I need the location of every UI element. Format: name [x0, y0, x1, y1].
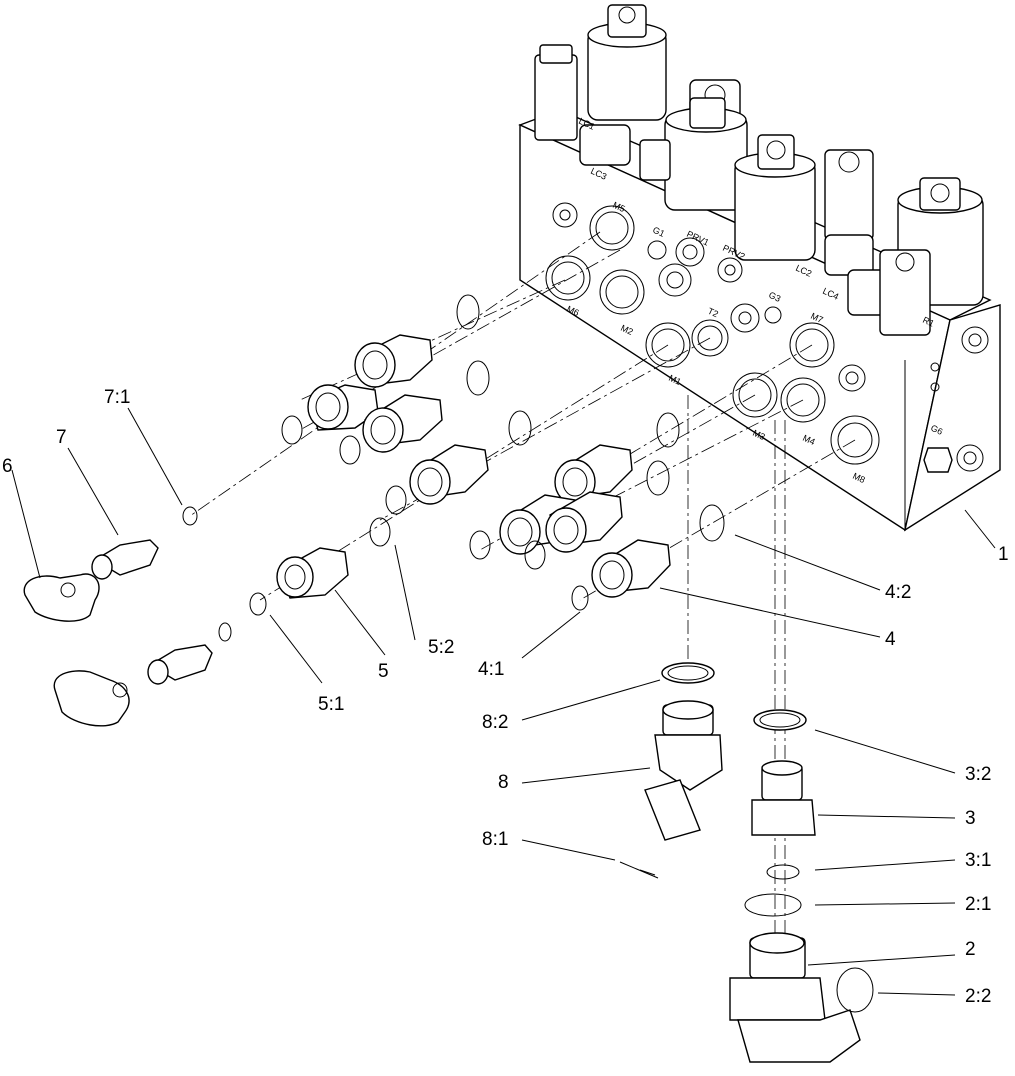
port-label-t2: T2: [706, 306, 720, 320]
port-label-m1: M1: [667, 373, 683, 387]
callout-8: 8: [498, 772, 509, 793]
callout-3-1: 3:1: [965, 850, 991, 871]
fitting-cluster-right: [469, 412, 725, 611]
callout-3: 3: [965, 808, 976, 829]
port-label-m3: M3: [751, 428, 767, 442]
callout-labels: 1 2 2:1 2:2 3 3:1 3:2 4 4:1 4:2 5 5:1 5:…: [2, 387, 1009, 1007]
fitting-part-5: [249, 547, 349, 616]
port-label-m8: M8: [851, 471, 867, 485]
callout-4-1: 4:1: [478, 659, 504, 680]
fitting-cluster-upper: [281, 294, 490, 465]
callout-2-2: 2:2: [965, 986, 991, 1007]
callout-1: 1: [998, 544, 1009, 565]
test-port-upper: [23, 506, 198, 622]
straight-fitting-3: [744, 709, 816, 917]
port-label-m2: M2: [619, 323, 635, 337]
port-label-m5: M5: [611, 200, 627, 214]
callout-4-2: 4:2: [885, 582, 911, 603]
port-label-m4: M4: [801, 433, 817, 447]
callout-5-1: 5:1: [318, 694, 344, 715]
callout-7: 7: [56, 427, 67, 448]
callout-2-1: 2:1: [965, 894, 991, 915]
callout-8-1: 8:1: [482, 829, 508, 850]
elbow-fitting-90: [729, 932, 874, 1063]
port-label-m7: M7: [809, 311, 825, 325]
port-label-g3: G3: [767, 290, 782, 304]
leader-lines: [11, 407, 996, 996]
port-label-r1: R1: [921, 315, 936, 329]
elbow-fitting-45: [619, 662, 723, 879]
callout-7-1: 7:1: [104, 387, 130, 408]
manifold-ports: [545, 202, 989, 473]
callout-5-2: 5:2: [428, 637, 454, 658]
callout-4: 4: [885, 629, 896, 650]
valve-cartridges: [534, 4, 984, 336]
port-label-m6: M6: [565, 304, 581, 318]
manifold-block: M5 G1 PRV1 PRV2 LC2 LC4 LC3 LC1 R1 G3 T2…: [518, 4, 1001, 532]
port-label-g6: G6: [929, 423, 944, 437]
callout-8-2: 8:2: [482, 712, 508, 733]
port-label-g1: G1: [651, 225, 666, 239]
callout-2: 2: [965, 939, 976, 960]
test-port-lower: [53, 622, 232, 727]
callout-6: 6: [2, 456, 13, 477]
fitting-cluster-center: [369, 410, 532, 547]
callout-5: 5: [378, 661, 389, 682]
callout-3-2: 3:2: [965, 764, 991, 785]
